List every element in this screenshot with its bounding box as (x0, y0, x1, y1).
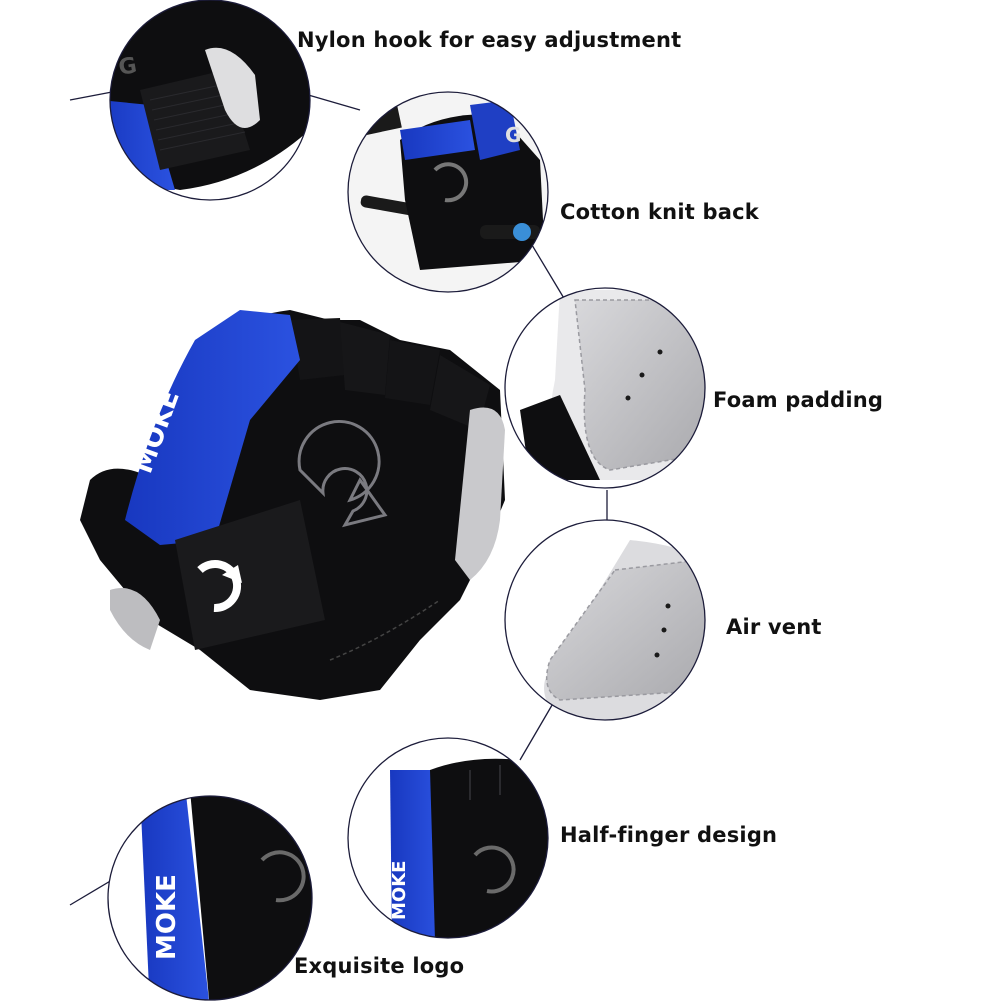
back-logo-arrow-icon (297, 420, 388, 528)
detail-circle-air-vent (504, 519, 706, 721)
label-half-finger: Half-finger design (560, 823, 778, 847)
svg-text:MOKE: MOKE (389, 861, 410, 920)
detail-circle-exquisite-logo: MOKE (107, 795, 313, 1001)
detail-circle-nylon-hook: G (109, 0, 311, 201)
label-air-vent: Air vent (726, 615, 822, 639)
svg-text:G: G (117, 53, 139, 81)
detail-circle-foam-padding (504, 287, 706, 489)
main-glove: MOKE (80, 310, 505, 700)
detail-circle-half-finger: MOKE (347, 737, 549, 939)
svg-text:G: G (505, 123, 521, 147)
label-exquisite-logo: Exquisite logo (294, 954, 465, 978)
label-cotton-back: Cotton knit back (560, 200, 759, 224)
logo-text-large: MOKE (152, 874, 182, 960)
detail-circle-cotton-back: G (347, 91, 549, 293)
label-nylon-hook: Nylon hook for easy adjustment (297, 28, 682, 52)
label-foam-padding: Foam padding (713, 388, 884, 412)
